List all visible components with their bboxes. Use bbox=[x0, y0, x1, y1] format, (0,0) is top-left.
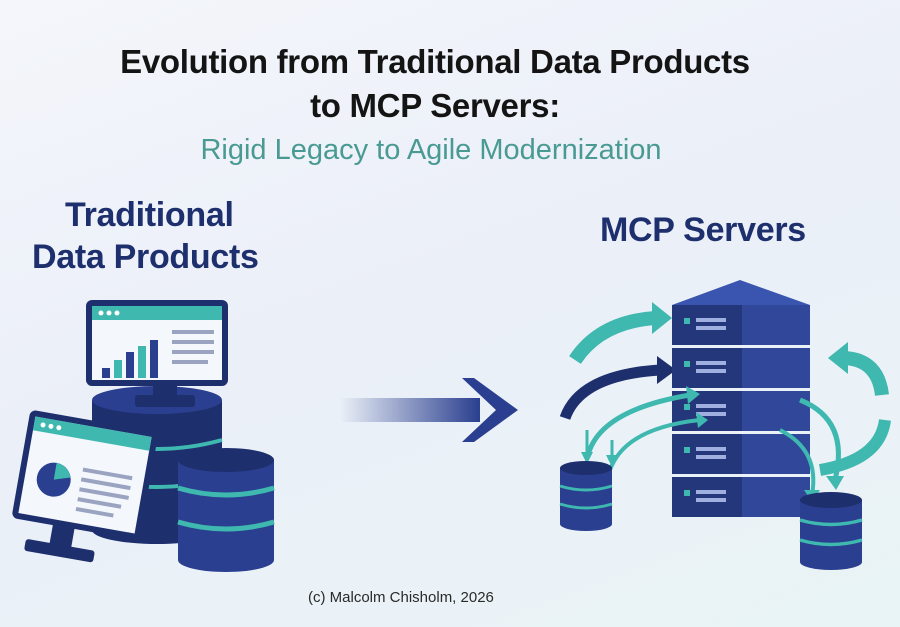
traditional-heading-line-1: Traditional bbox=[65, 196, 234, 234]
title-line-2: to MCP Servers: bbox=[310, 87, 560, 124]
title-line-1: Evolution from Traditional Data Products bbox=[120, 43, 750, 80]
monitor-icon bbox=[86, 300, 228, 407]
circular-arrows-icon bbox=[581, 386, 844, 502]
database-icon bbox=[177, 448, 275, 572]
database-icon bbox=[559, 461, 613, 531]
traditional-heading-line-2: Data Products bbox=[32, 238, 259, 276]
mcp-heading: MCP Servers bbox=[600, 211, 806, 249]
page-subtitle: Rigid Legacy to Agile Modernization bbox=[200, 134, 662, 166]
database-icon bbox=[799, 492, 863, 570]
traditional-heading: Traditional Data Products bbox=[32, 194, 259, 278]
server-stack-icon bbox=[672, 280, 810, 517]
monitor-icon bbox=[12, 410, 158, 563]
page-title: Evolution from Traditional Data Products… bbox=[0, 40, 870, 128]
arrow-right-icon bbox=[340, 378, 518, 442]
circular-arrows-icon bbox=[559, 302, 891, 476]
copyright-notice: (c) Malcolm Chisholm, 2026 bbox=[308, 589, 494, 606]
